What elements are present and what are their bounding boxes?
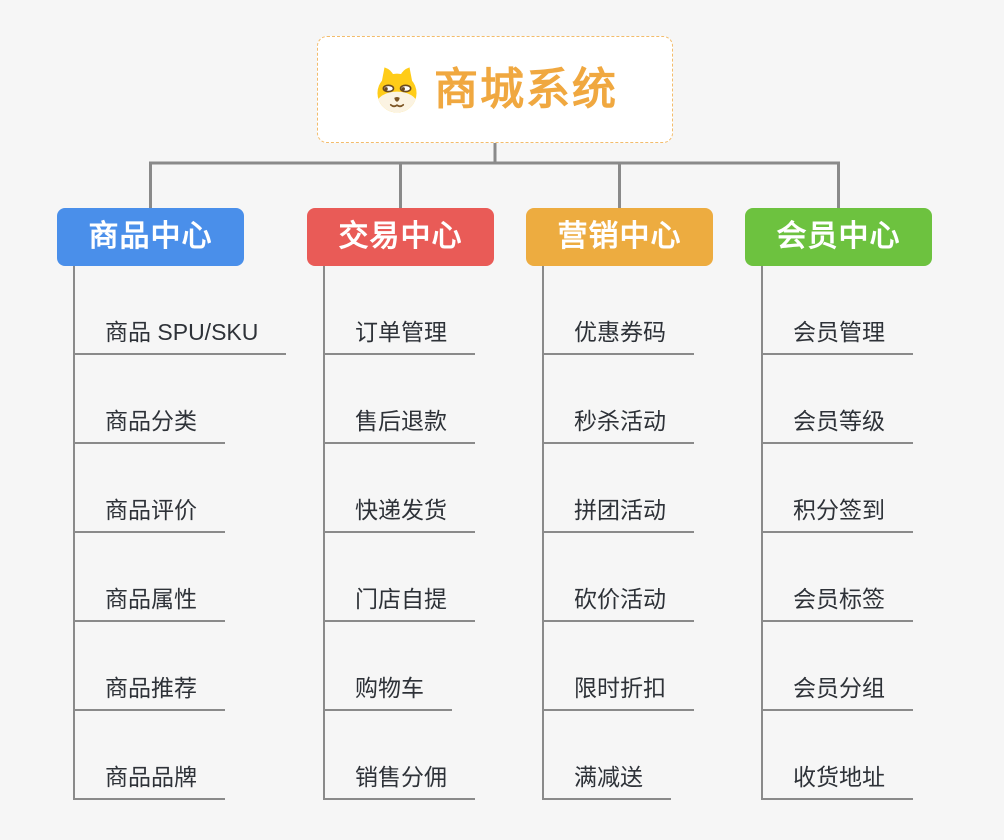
subtopic[interactable]: 秒杀活动: [542, 408, 694, 444]
branch-label: 营销中心: [557, 220, 682, 253]
subtopic[interactable]: 订单管理: [323, 319, 475, 355]
subtopic[interactable]: 优惠券码: [542, 319, 694, 355]
subtopic[interactable]: 会员标签: [761, 586, 913, 622]
subtopic[interactable]: 快递发货: [323, 497, 475, 533]
branch-label: 商品中心: [88, 220, 213, 253]
subtopic[interactable]: 门店自提: [323, 586, 475, 622]
branch-connector-line: [323, 266, 325, 800]
subtopic[interactable]: 拼团活动: [542, 497, 694, 533]
subtopic[interactable]: 商品 SPU/SKU: [73, 319, 287, 355]
branch-column-product: 商品中心 商品 SPU/SKU 商品分类 商品评价 商品属性 商品推荐 商品品牌: [57, 208, 317, 800]
subtopic[interactable]: 商品品牌: [73, 764, 225, 800]
branch-product-center[interactable]: 商品中心: [57, 208, 244, 266]
branch-connector-line: [542, 266, 544, 800]
subtopic[interactable]: 商品属性: [73, 586, 225, 622]
branch-connector-line: [73, 266, 75, 800]
subtopic[interactable]: 满减送: [542, 764, 671, 800]
branch-member-center[interactable]: 会员中心: [745, 208, 932, 266]
root-title: 商城系统: [434, 64, 618, 114]
branch-label: 会员中心: [776, 220, 901, 253]
subtopic[interactable]: 收货地址: [761, 764, 913, 800]
branch-marketing-center[interactable]: 营销中心: [526, 208, 713, 266]
subtopic[interactable]: 销售分佣: [323, 764, 475, 800]
branch-column-member: 会员中心 会员管理 会员等级 积分签到 会员标签 会员分组 收货地址: [745, 208, 1004, 800]
subtopic[interactable]: 限时折扣: [542, 675, 694, 711]
subtopic[interactable]: 购物车: [323, 675, 452, 711]
subtopic[interactable]: 商品推荐: [73, 675, 225, 711]
subtopic[interactable]: 商品分类: [73, 408, 225, 444]
root-topic[interactable]: 商城系统: [317, 36, 673, 143]
subtopic[interactable]: 会员等级: [761, 408, 913, 444]
subtopic[interactable]: 会员分组: [761, 675, 913, 711]
subtopic[interactable]: 商品评价: [73, 497, 225, 533]
branch-label: 交易中心: [338, 220, 463, 253]
branch-column-marketing: 营销中心 优惠券码 秒杀活动 拼团活动 砍价活动 限时折扣 满减送: [526, 208, 786, 800]
subtopic[interactable]: 售后退款: [323, 408, 475, 444]
subtopic[interactable]: 积分签到: [761, 497, 913, 533]
shiba-dog-icon: [377, 66, 417, 113]
subtopic[interactable]: 会员管理: [761, 319, 913, 355]
branch-trade-center[interactable]: 交易中心: [307, 208, 494, 266]
branch-column-trade: 交易中心 订单管理 售后退款 快递发货 门店自提 购物车 销售分佣: [307, 208, 567, 800]
branch-connector-line: [761, 266, 763, 800]
subtopic[interactable]: 砍价活动: [542, 586, 694, 622]
